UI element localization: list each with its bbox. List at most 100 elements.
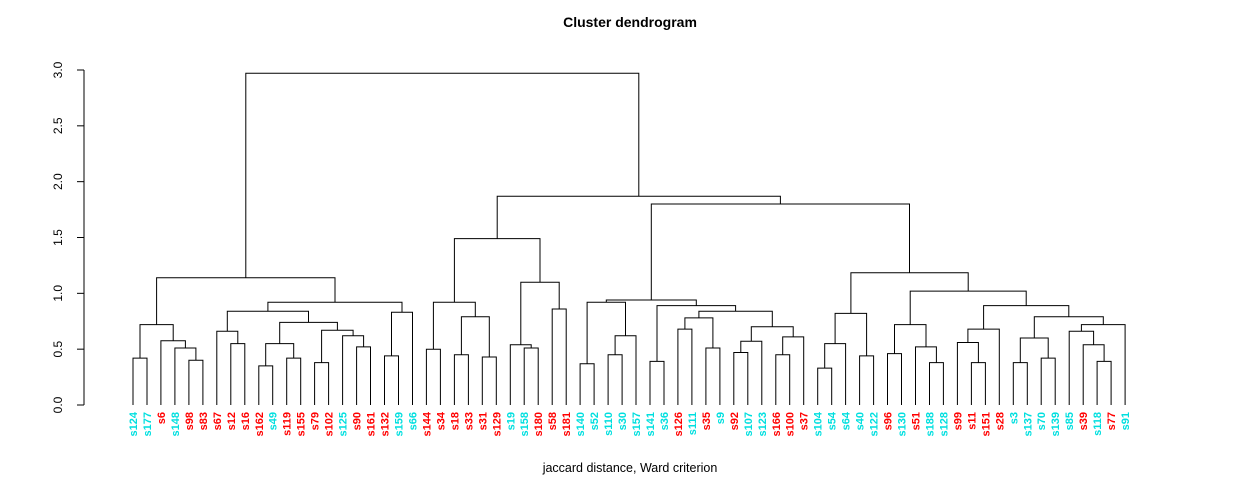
dendrogram-branch <box>139 324 174 359</box>
leaf-label: s49 <box>268 412 280 430</box>
dendrogram-branch <box>656 305 737 362</box>
y-tick-label: 1.0 <box>51 285 65 302</box>
dendrogram-branch <box>1080 324 1126 405</box>
dendrogram-branch <box>321 329 354 363</box>
leaf-label: s102 <box>324 412 336 436</box>
leaf-label: s139 <box>1050 412 1062 436</box>
dendrogram-branch <box>684 317 714 348</box>
dendrogram-branch <box>230 343 246 405</box>
leaf-label: s155 <box>296 412 308 436</box>
dendrogram-branch <box>286 357 302 405</box>
dendrogram-branch <box>850 272 969 314</box>
y-tick-label: 0.0 <box>51 396 65 413</box>
leaf-label: s31 <box>477 412 489 430</box>
leaf-label: s51 <box>910 412 922 430</box>
dendrogram-branch <box>750 326 794 342</box>
leaf-label: s54 <box>827 411 839 430</box>
dendrogram-branch <box>425 348 441 405</box>
leaf-label: s158 <box>519 412 531 436</box>
leaf-label: s90 <box>352 412 364 430</box>
leaf-label: s16 <box>240 412 252 430</box>
y-tick-label: 0.5 <box>51 341 65 358</box>
dendrogram-branch <box>460 316 490 357</box>
dendrogram-branch <box>523 347 539 405</box>
dendrogram-branch <box>887 353 902 405</box>
leaf-label: s11 <box>966 412 978 430</box>
dendrogram-branch <box>265 343 295 366</box>
dendrogram-branch <box>1082 344 1105 405</box>
dendrogram-branch <box>859 355 875 405</box>
dendrogram-branch <box>453 354 469 405</box>
leaf-label: s64 <box>841 411 853 430</box>
dendrogram-branch <box>614 335 637 405</box>
y-tick-label: 3.0 <box>51 61 65 78</box>
dendrogram-branch <box>342 335 365 405</box>
dendrogram-branch <box>740 340 763 405</box>
dendrogram-branch <box>1068 330 1095 405</box>
leaf-label: s35 <box>701 412 713 430</box>
dendrogram-branch <box>775 354 791 405</box>
dendrogram-branch <box>677 328 693 405</box>
leaf-label: s100 <box>785 412 797 436</box>
leaf-label: s132 <box>380 412 392 436</box>
dendrogram-branch <box>929 362 944 405</box>
dendrogram-branch <box>909 290 1027 325</box>
leaf-label: s52 <box>589 412 601 430</box>
chart-title: Cluster dendrogram <box>563 14 697 30</box>
dendrogram-branch <box>915 346 937 405</box>
chart-caption: jaccard distance, Ward criterion <box>542 461 718 475</box>
dendrogram-branch <box>496 195 781 239</box>
leaf-label: s188 <box>924 412 936 436</box>
dendrogram-branch <box>509 344 532 405</box>
leaf-label: s137 <box>1022 412 1034 436</box>
dendrogram-branch <box>384 355 399 405</box>
leaf-label: s67 <box>212 412 224 430</box>
leaf-label: s130 <box>897 412 909 436</box>
leaf-label: s140 <box>575 412 587 436</box>
dendrogram-branch <box>314 362 330 405</box>
leaf-label: s122 <box>869 412 881 436</box>
leaf-label: s129 <box>491 412 503 436</box>
leaf-label: s110 <box>603 412 615 436</box>
dendrogram-branch <box>983 305 1070 330</box>
leaf-label: s162 <box>254 412 266 436</box>
leaf-label: s58 <box>547 412 559 430</box>
dendrogram-branch <box>391 311 413 405</box>
leaf-label: s40 <box>855 412 867 430</box>
leaf-label: s161 <box>366 412 378 436</box>
leaf-label: s12 <box>226 412 238 430</box>
leaf-label: s37 <box>799 412 811 430</box>
leaf-label: s128 <box>938 412 950 436</box>
dendrogram-branch <box>705 347 721 405</box>
dendrogram-branch <box>824 343 847 405</box>
dendrogram-branch <box>174 347 197 405</box>
dendrogram-branch <box>132 357 148 405</box>
leaf-label: s181 <box>561 412 573 436</box>
leaf-label: s124 <box>128 411 140 436</box>
dendrogram-branch <box>698 310 773 327</box>
leaf-label: s123 <box>757 412 769 436</box>
leaf-label: s39 <box>1078 412 1090 430</box>
leaf-label: s151 <box>980 412 992 436</box>
leaf-label: s28 <box>994 412 1006 430</box>
leaf-label: s159 <box>393 412 405 436</box>
leaf-label: s177 <box>142 412 154 436</box>
dendrogram-branch <box>1040 357 1056 405</box>
leaf-label: s85 <box>1064 412 1076 430</box>
dendrogram-branch <box>894 324 927 354</box>
leaf-label: s70 <box>1036 412 1048 430</box>
dendrogram-branch <box>782 336 805 405</box>
dendrogram-branch <box>258 365 274 405</box>
leaf-label: s33 <box>463 412 475 430</box>
leaf-label: s9 <box>715 412 727 424</box>
dendrogram-branch <box>733 352 749 405</box>
leaf-label: s30 <box>617 412 629 430</box>
dendrogram-branch <box>481 356 497 405</box>
y-tick-label: 2.0 <box>51 173 65 190</box>
leaf-label: s3 <box>1008 412 1020 424</box>
leaf-label: s83 <box>198 412 210 430</box>
dendrogram-branch <box>432 301 476 350</box>
leaf-label: s111 <box>687 412 699 435</box>
